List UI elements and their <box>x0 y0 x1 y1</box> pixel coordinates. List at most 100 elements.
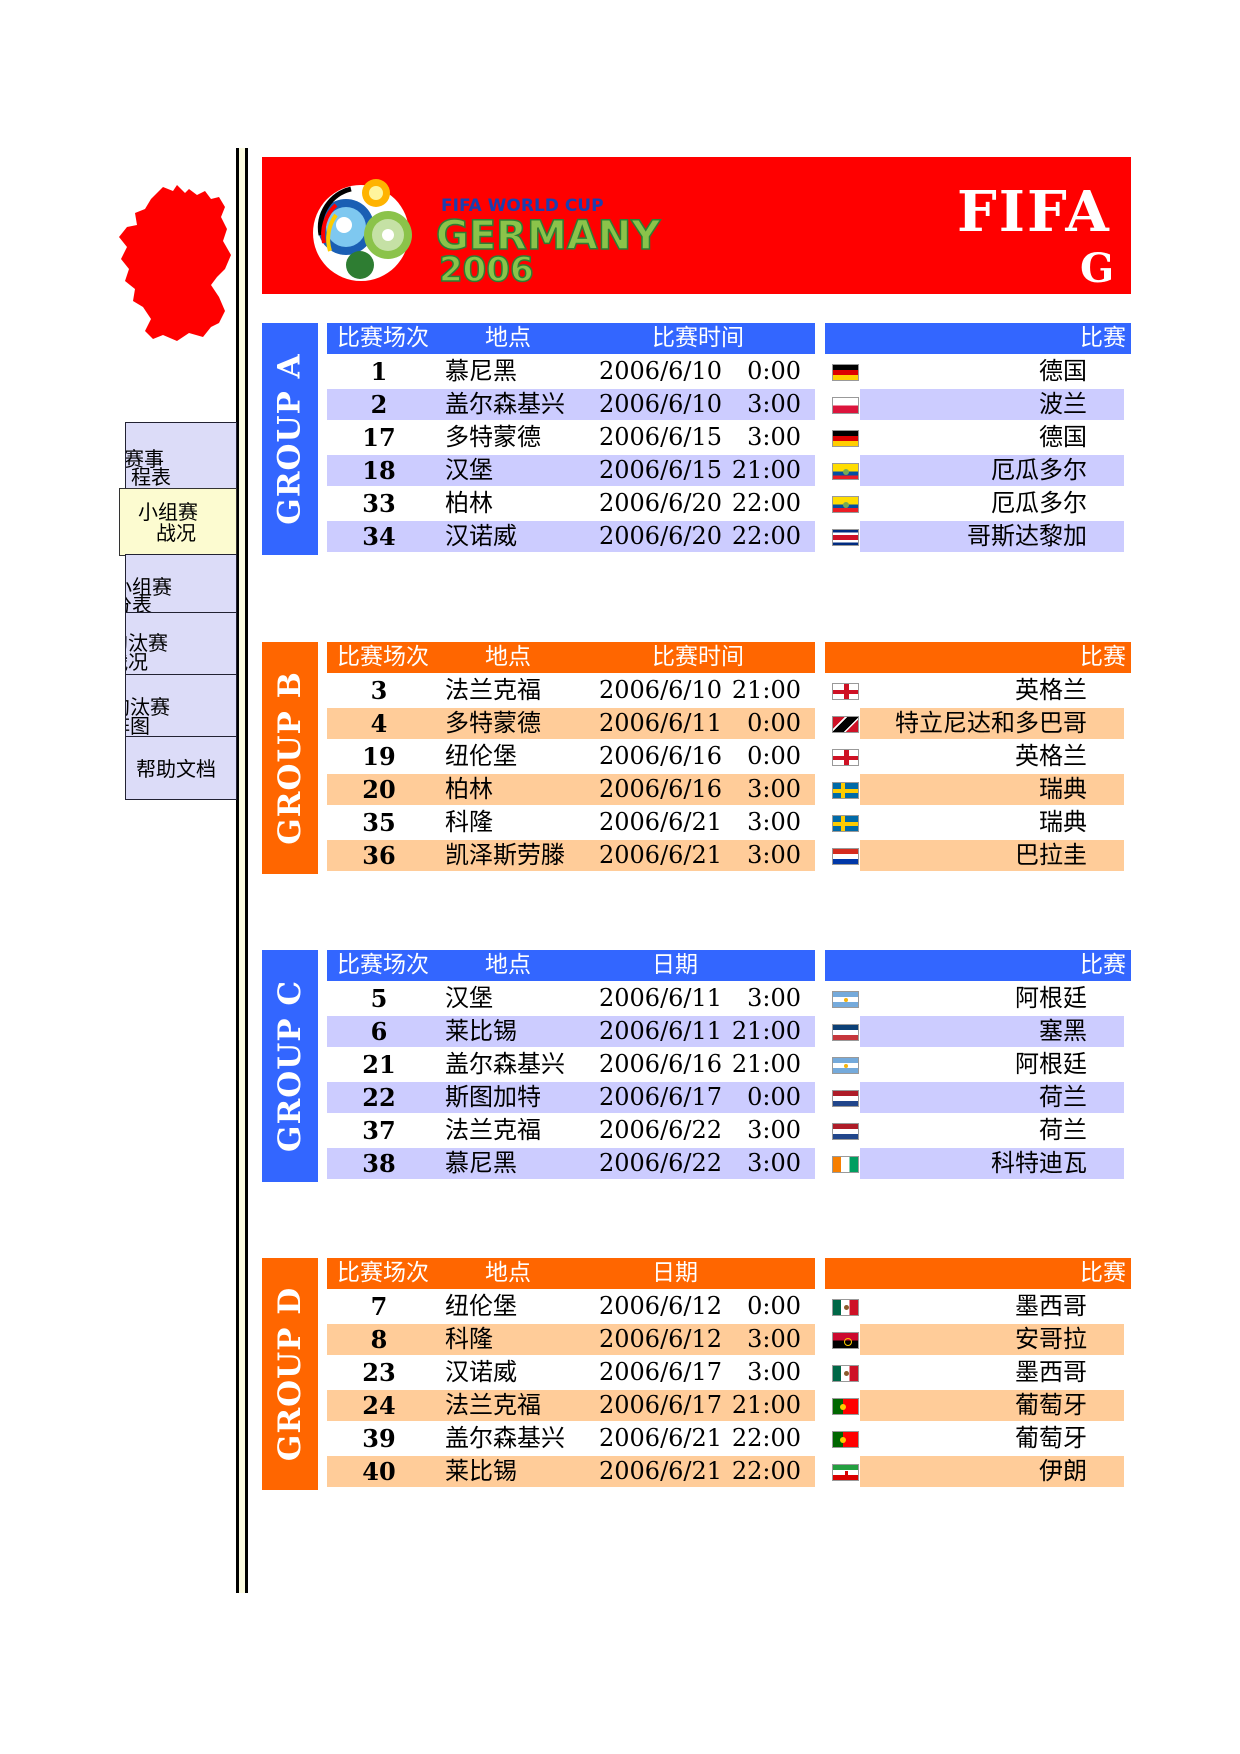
column-header: 比赛时间 <box>652 325 744 351</box>
row-background <box>327 1357 815 1388</box>
row-background <box>327 1148 815 1179</box>
nav-label: 阵图 <box>126 714 150 738</box>
match-date: 2006/6/15 <box>599 423 723 451</box>
row-background <box>327 708 815 739</box>
nav-group-results-button[interactable]: 小组赛 战况 <box>119 488 237 556</box>
nav-label: 赛事 <box>125 447 164 471</box>
row-background <box>327 1291 815 1322</box>
world-cup-logo-icon: FIFA WORLD CUP GERMANY 2006 <box>313 179 662 287</box>
row-background <box>327 774 815 805</box>
germany-flag-icon <box>832 364 859 381</box>
nav-knockout-results-button[interactable]: 淘汰赛 战况 <box>125 612 237 676</box>
match-number: 6 <box>370 1017 388 1046</box>
match-date: 2006/6/11 <box>599 1017 723 1045</box>
nav-schedule-button[interactable]: 赛事 程表 <box>125 422 237 490</box>
row-background <box>327 521 815 552</box>
paraguay-flag-icon <box>832 848 859 865</box>
match-time: 0:00 <box>747 709 801 737</box>
team-name: 瑞典 <box>1039 808 1087 836</box>
match-number: 34 <box>362 522 396 551</box>
match-date: 2006/6/12 <box>599 1292 723 1320</box>
nav-label: 小组赛 <box>138 500 198 524</box>
row-background <box>860 521 1124 552</box>
row-background <box>860 1291 1124 1322</box>
column-header: 地点 <box>485 1260 531 1286</box>
match-number: 17 <box>362 423 396 452</box>
row-background <box>327 1456 815 1487</box>
row-background <box>327 983 815 1014</box>
match-time: 21:00 <box>731 1017 801 1045</box>
match-number: 21 <box>362 1050 396 1079</box>
row-background <box>327 389 815 420</box>
germany-flag-icon <box>832 430 859 447</box>
match-venue: 法兰克福 <box>445 1391 541 1419</box>
match-time: 3:00 <box>747 808 801 836</box>
group-label-text: GROUP C <box>272 979 308 1153</box>
row-background <box>860 1115 1124 1146</box>
match-date: 2006/6/10 <box>599 357 723 385</box>
team-name: 巴拉圭 <box>1015 841 1087 869</box>
match-date: 2006/6/21 <box>599 808 723 836</box>
column-header: 地点 <box>485 644 531 670</box>
team-name: 葡萄牙 <box>1015 1424 1087 1452</box>
nav-label: 小组赛 <box>126 575 172 599</box>
column-header: 比赛 <box>1080 952 1126 978</box>
row-background <box>327 1115 815 1146</box>
match-number: 33 <box>362 489 396 518</box>
nav-help-button[interactable]: 帮助文档 <box>125 736 237 800</box>
match-date: 2006/6/20 <box>599 489 723 517</box>
row-background <box>327 1324 815 1355</box>
argentina-flag-icon <box>832 1057 859 1074</box>
sweden-flag-icon <box>832 782 859 799</box>
nav-group-standings-button[interactable]: 小组赛 分表 <box>125 554 237 614</box>
match-number: 19 <box>362 742 396 771</box>
match-venue: 凯泽斯劳滕 <box>445 841 565 869</box>
row-background <box>860 675 1124 706</box>
row-background <box>860 488 1124 519</box>
team-name: 厄瓜多尔 <box>991 456 1087 484</box>
match-venue: 科隆 <box>445 808 493 836</box>
trinidad-flag-icon <box>832 716 859 733</box>
match-date: 2006/6/21 <box>599 1457 723 1485</box>
match-date: 2006/6/16 <box>599 775 723 803</box>
column-header: 比赛 <box>1080 325 1126 351</box>
group-label-text: GROUP D <box>272 1286 309 1462</box>
group-label: GROUP C <box>262 950 318 1182</box>
match-venue: 汉诺威 <box>445 1358 517 1386</box>
nav-knockout-bracket-button[interactable]: 淘汰赛 阵图 <box>125 674 237 738</box>
match-date: 2006/6/11 <box>599 984 723 1012</box>
match-time: 3:00 <box>747 423 801 451</box>
column-header: 日期 <box>652 952 698 978</box>
argentina-flag-icon <box>832 991 859 1008</box>
row-background <box>327 455 815 486</box>
match-number: 7 <box>370 1292 388 1321</box>
row-background <box>860 455 1124 486</box>
match-venue: 盖尔森基兴 <box>445 1050 565 1078</box>
